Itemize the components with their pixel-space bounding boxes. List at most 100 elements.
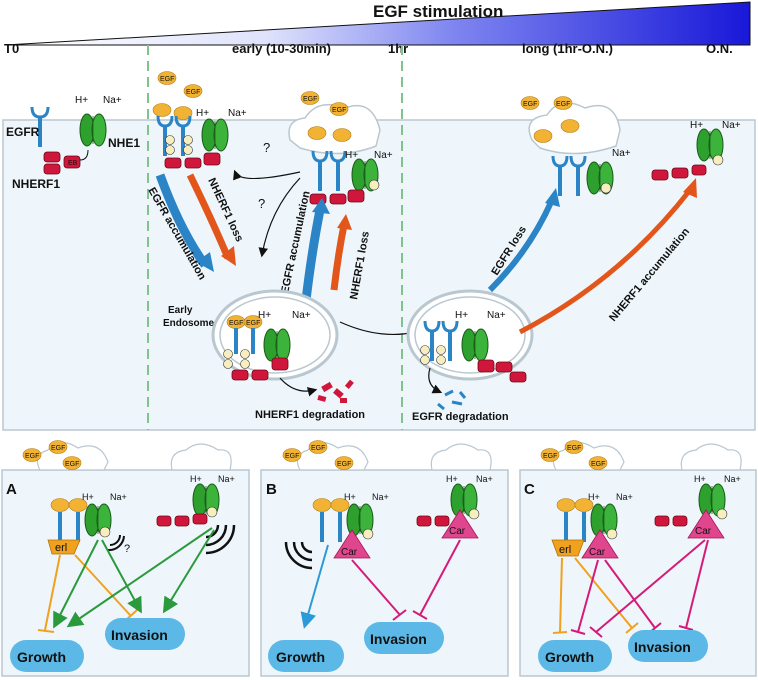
egf-ligand xyxy=(152,103,172,117)
header-t0: T0 xyxy=(4,41,19,56)
t0-nherf1: EB xyxy=(43,149,89,175)
question-mark: ? xyxy=(263,140,270,155)
svg-text:EGF: EGF xyxy=(229,320,243,327)
label-nhe1: NHE1 xyxy=(108,136,140,150)
svg-text:H+: H+ xyxy=(82,492,94,502)
egf-gradient-triangle xyxy=(4,1,751,46)
nherf1-loss-arrow-1 xyxy=(186,173,232,260)
svg-text:?: ? xyxy=(124,543,130,555)
header-on: O.N. xyxy=(706,41,733,56)
svg-text:EGF: EGF xyxy=(332,107,346,114)
early-nhe1 xyxy=(201,118,229,152)
panel-a-letter: A xyxy=(6,481,17,498)
egfr-loss-arrow xyxy=(487,198,555,293)
nherf1-loss-arrow-2 xyxy=(330,224,348,291)
svg-text:H+: H+ xyxy=(196,108,209,119)
panel-c-invasion-blob xyxy=(628,630,708,662)
svg-text:EGF: EGF xyxy=(567,445,581,452)
egfr-fragments xyxy=(437,389,467,411)
svg-text:Car: Car xyxy=(695,526,712,537)
panel-a-growth: Growth xyxy=(17,649,66,665)
panel-a-invasion: Invasion xyxy=(111,627,168,643)
t0-nhe1 xyxy=(79,113,107,147)
header-1hr: 1hr xyxy=(388,41,408,56)
panel-c-drug1: erl xyxy=(559,544,571,556)
svg-text:Na+: Na+ xyxy=(724,474,741,484)
egf-ligand xyxy=(307,126,327,140)
panel-b-letter: B xyxy=(266,481,277,498)
egf-ligand xyxy=(556,498,576,512)
t0-na-label: Na+ xyxy=(103,95,122,106)
svg-text:H+: H+ xyxy=(344,492,356,502)
svg-text:EGF: EGF xyxy=(246,320,260,327)
t0-egfr xyxy=(30,106,50,147)
nherf1-fragments xyxy=(317,379,354,403)
svg-text:Na+: Na+ xyxy=(374,150,393,161)
egf-ligand xyxy=(50,498,70,512)
svg-text:H+: H+ xyxy=(588,492,600,502)
egf-ligand xyxy=(312,498,332,512)
panel-c-growth: Growth xyxy=(545,649,594,665)
svg-text:EGF: EGF xyxy=(303,96,317,103)
endosome2-nhe1 xyxy=(461,328,489,362)
svg-text:EB: EB xyxy=(68,160,78,167)
label-nherf1-degradation: NHERF1 degradation xyxy=(255,409,365,421)
svg-text:H+: H+ xyxy=(690,120,703,131)
endosome-nhe1 xyxy=(263,328,291,362)
svg-text:Car: Car xyxy=(449,526,466,537)
panel-a-growth-blob xyxy=(10,640,84,672)
panel-b-drug: Car xyxy=(341,547,358,558)
nherf1-accumulation-arrow xyxy=(518,188,692,335)
egfr-accumulation-arrow-2 xyxy=(301,209,325,301)
header-title: EGF stimulation xyxy=(373,2,503,21)
panel-b-invasion-blob xyxy=(364,622,444,654)
svg-text:EGF: EGF xyxy=(186,89,200,96)
t0-h-label: H+ xyxy=(75,95,88,106)
panel-a-drug: erl xyxy=(55,542,67,554)
svg-text:EGF: EGF xyxy=(65,461,79,468)
svg-text:Na+: Na+ xyxy=(292,310,311,321)
label-nherf1: NHERF1 xyxy=(12,177,60,191)
svg-text:EGF: EGF xyxy=(311,445,325,452)
svg-text:H+: H+ xyxy=(694,474,706,484)
svg-text:Na+: Na+ xyxy=(110,492,127,502)
svg-text:EGF: EGF xyxy=(285,453,299,460)
panel-c-invasion: Invasion xyxy=(634,639,691,655)
svg-text:Na+: Na+ xyxy=(487,310,506,321)
svg-text:H+: H+ xyxy=(446,474,458,484)
panel-b-growth: Growth xyxy=(276,649,325,665)
svg-text:Na+: Na+ xyxy=(228,108,247,119)
svg-text:Na+: Na+ xyxy=(722,120,741,131)
egf-ligand xyxy=(533,129,553,143)
panel-a-invasion-blob xyxy=(105,618,185,650)
svg-text:Na+: Na+ xyxy=(612,148,631,159)
label-early-endosome-2: Endosome xyxy=(163,318,215,329)
svg-text:Na+: Na+ xyxy=(616,492,633,502)
panel-c-letter: C xyxy=(524,481,535,498)
header-long: long (1hr-O.N.) xyxy=(522,41,613,56)
egf-ligand xyxy=(332,128,352,142)
question-mark: ? xyxy=(258,196,265,211)
header-early: early (10-30min) xyxy=(232,41,331,56)
svg-text:EGF: EGF xyxy=(51,445,65,452)
svg-text:EGF: EGF xyxy=(337,461,351,468)
svg-text:EGF: EGF xyxy=(556,101,570,108)
top-cell xyxy=(2,119,756,431)
svg-text:EGF: EGF xyxy=(543,453,557,460)
svg-text:H+: H+ xyxy=(190,474,202,484)
svg-text:EGF: EGF xyxy=(160,76,174,83)
egfr-accumulation-arrow-1 xyxy=(155,173,209,268)
svg-text:Na+: Na+ xyxy=(218,474,235,484)
svg-text:H+: H+ xyxy=(455,310,468,321)
label-egfr-degradation: EGFR degradation xyxy=(412,411,509,423)
svg-text:Na+: Na+ xyxy=(476,474,493,484)
panel-c-drug2: Car xyxy=(589,547,606,558)
label-early-endosome-1: Early xyxy=(168,305,193,316)
svg-text:H+: H+ xyxy=(258,310,271,321)
label-egfr: EGFR xyxy=(6,125,40,139)
panel-b-invasion: Invasion xyxy=(370,631,427,647)
egf-ligand xyxy=(560,119,580,133)
svg-text:EGF: EGF xyxy=(591,461,605,468)
svg-text:EGF: EGF xyxy=(25,453,39,460)
